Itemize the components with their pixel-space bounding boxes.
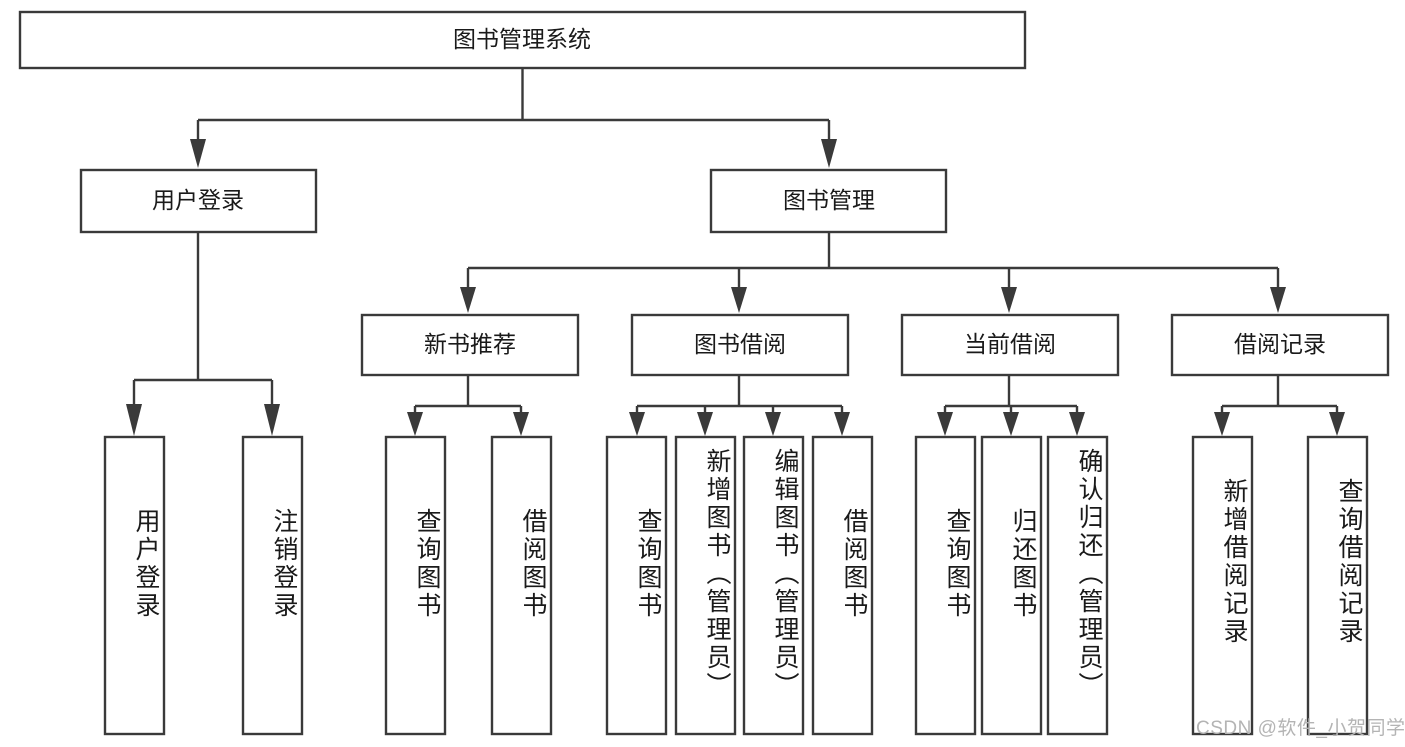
leaf-box-edit-book-bb[interactable]: [742, 435, 805, 736]
arrow-head-cb-leaf-2: [1003, 412, 1019, 436]
arrow-head-bb-leaf-2: [697, 412, 713, 436]
arrow-head-br-leaf-2: [1329, 412, 1345, 436]
node-borrow-record-box[interactable]: [1170, 313, 1390, 377]
arrow-head-new-book: [460, 287, 476, 313]
leaf-boxes-new-book: [384, 435, 553, 736]
node-root-box[interactable]: [18, 10, 1027, 70]
connector-group-new-book: [407, 375, 529, 436]
connector-group-borrow-record: [1214, 375, 1345, 436]
node-book-manage-box[interactable]: [709, 168, 948, 234]
arrow-head-bb-leaf-4: [834, 412, 850, 436]
node-current-borrow-box[interactable]: [900, 313, 1120, 377]
arrow-head-user-login: [190, 139, 206, 168]
node-new-book-label: 新书推荐: [424, 331, 516, 357]
connector-group-book-manage: [460, 232, 1286, 313]
leaf-boxes-book-borrow: [605, 435, 874, 736]
leaf-box-user-login[interactable]: [103, 435, 166, 736]
node-book-borrow-label: 图书借阅: [694, 331, 786, 357]
leaf-box-return-book-cb[interactable]: [980, 435, 1043, 736]
arrow-head-leaf-logout: [264, 404, 280, 436]
node-book-borrow-box[interactable]: [630, 313, 850, 377]
leaf-box-query-book-cb[interactable]: [914, 435, 977, 736]
arrow-head-current-borrow: [1001, 287, 1017, 313]
leaf-box-logout[interactable]: [241, 435, 304, 736]
arrow-head-cb-leaf-3: [1069, 412, 1085, 436]
leaf-box-add-record-br[interactable]: [1191, 435, 1254, 736]
connector-group-current-borrow: [937, 375, 1085, 436]
leaf-box-query-record-br[interactable]: [1306, 435, 1369, 736]
node-current-borrow-label: 当前借阅: [964, 331, 1056, 357]
node-book-manage-label: 图书管理: [783, 187, 875, 213]
csdn-watermark: CSDN @软件_小贺同学: [1196, 718, 1405, 739]
node-new-book-box[interactable]: [360, 313, 580, 377]
connector-group-user-login: [126, 232, 280, 436]
leaf-boxes-user-login: [103, 435, 304, 736]
connector-group-root: [190, 68, 837, 168]
arrow-head-nb-leaf-2: [513, 412, 529, 436]
arrow-head-br-leaf-1: [1214, 412, 1230, 436]
node-borrow-record-label: 借阅记录: [1234, 331, 1326, 357]
arrow-head-leaf-user-login: [126, 404, 142, 436]
arrow-head-borrow-record: [1270, 287, 1286, 313]
leaf-box-add-book-bb[interactable]: [674, 435, 737, 736]
leaf-box-query-book-nb[interactable]: [384, 435, 447, 736]
leaf-boxes-current-borrow: [914, 435, 1109, 736]
arrow-head-bb-leaf-1: [629, 412, 645, 436]
node-user-login-label: 用户登录: [152, 187, 244, 213]
arrow-head-book-borrow: [731, 287, 747, 313]
node-root-label: 图书管理系统: [453, 26, 591, 52]
connector-group-book-borrow: [629, 375, 850, 436]
arrow-head-bb-leaf-3: [765, 412, 781, 436]
leaf-box-borrow-book-bb[interactable]: [811, 435, 874, 736]
arrow-head-nb-leaf-1: [407, 412, 423, 436]
node-user-login-box[interactable]: [79, 168, 318, 234]
leaf-box-borrow-book-nb[interactable]: [490, 435, 553, 736]
arrow-head-cb-leaf-1: [937, 412, 953, 436]
leaf-box-query-book-bb[interactable]: [605, 435, 668, 736]
leaf-box-confirm-return-cb[interactable]: [1046, 435, 1109, 736]
arrow-head-book-manage: [821, 139, 837, 168]
leaf-boxes-borrow-record: [1191, 435, 1369, 736]
